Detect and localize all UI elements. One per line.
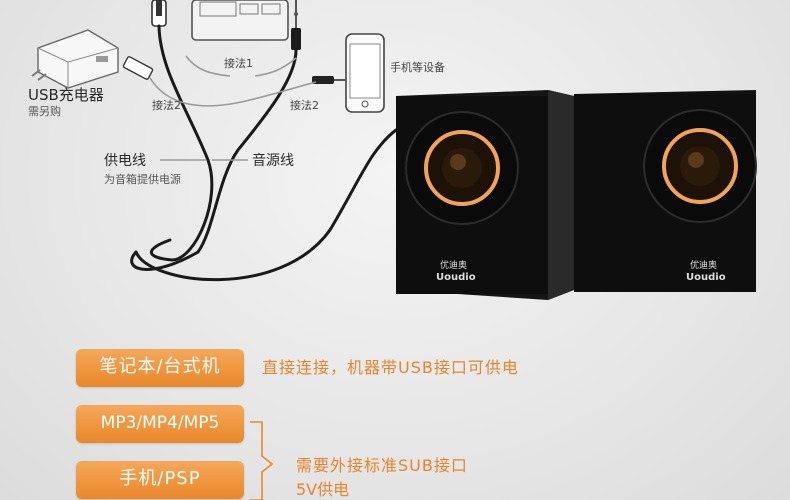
cables: [130, 24, 398, 282]
option-laptop-desktop-badge: 笔记本/台式机: [76, 349, 244, 387]
audio-jack-icon: [291, 0, 301, 50]
left-speaker: 优迪奥 Uoudio: [396, 90, 574, 300]
usb-charger-label: USB充电器: [28, 86, 104, 104]
usb-plug-2-icon: [122, 56, 154, 80]
option-mp3-badge: MP3/MP4/MP5: [76, 405, 244, 443]
method1-label: 接法1: [224, 57, 253, 70]
usb-plug-icon: [151, 0, 167, 27]
method2-left-label: 接法2: [152, 99, 181, 112]
right-speaker-brand-en: Uoudio: [686, 272, 726, 283]
audio-cable-label: 音源线: [252, 153, 294, 169]
right-speaker-brand-cn: 优迪奥: [690, 259, 717, 271]
right-speaker: 优迪奥 Uoudio: [574, 90, 757, 292]
option-laptop-desktop-label: 笔记本/台式机: [99, 356, 221, 377]
audio-jack-2-icon: [312, 76, 346, 84]
shared-note-line2: 5V供电: [296, 480, 350, 499]
option-phone-psp-badge: 手机/PSP: [76, 461, 244, 499]
power-cable-note: 为音箱提供电源: [104, 173, 181, 186]
option-mp3-label: MP3/MP4/MP5: [100, 413, 220, 433]
phone-icon: [345, 33, 385, 113]
usb-charger-note: 需另购: [28, 105, 61, 118]
connection-illustration: 优迪奥 Uoudio 优迪奥 Uoudio: [31, 0, 757, 300]
computer-icon: [191, 0, 289, 41]
shared-note-line1: 需要外接标准SUB接口: [296, 456, 468, 475]
left-speaker-brand-en: Uoudio: [436, 272, 476, 283]
phone-devices-label: 手机等设备: [390, 61, 445, 74]
usb-charger-icon: [31, 29, 119, 89]
left-speaker-brand-cn: 优迪奥: [440, 259, 467, 271]
option-phone-psp-label: 手机/PSP: [119, 468, 201, 489]
option-laptop-desktop-description: 直接连接，机器带USB接口可供电: [262, 358, 519, 377]
power-cable-label: 供电线: [104, 153, 146, 169]
method2-right-label: 接法2: [290, 99, 319, 112]
method-arrows: [149, 55, 317, 161]
group-brace: [250, 421, 274, 500]
